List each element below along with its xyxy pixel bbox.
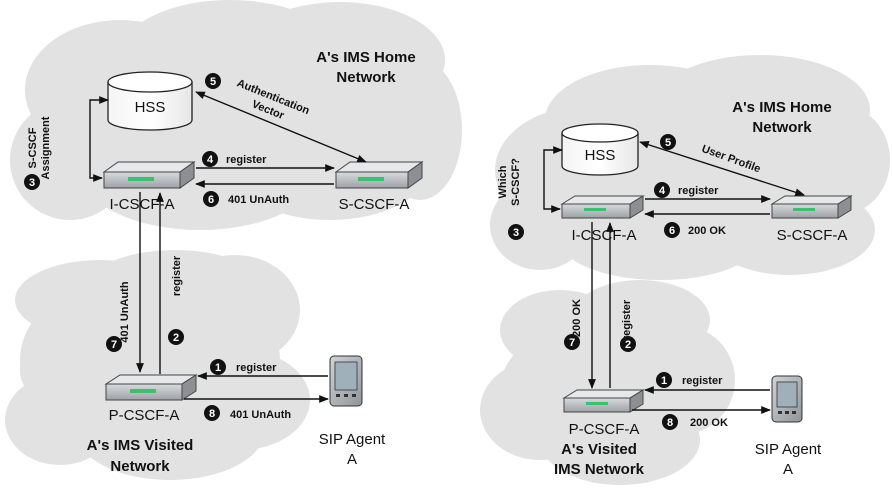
right-step1-label: register (682, 375, 723, 387)
left-hss-database-icon (107, 71, 193, 131)
right-pcscf-router-icon (562, 389, 645, 413)
left-arrow-hss-scscf (195, 91, 367, 163)
svg-text:1: 1 (661, 375, 667, 387)
right-hss-icscf-label: Which S-CSCF? (497, 158, 522, 206)
right-icscf-router-icon (560, 195, 645, 219)
right-arrow-hss-icscf (543, 146, 563, 213)
right-step8-badge: 8 (662, 414, 678, 430)
right-hss-database-icon (561, 123, 639, 176)
left-step8-label: 401 UnAuth (230, 409, 291, 421)
left-hss-icscf-label-line2: Assignment (40, 116, 52, 179)
right-home-network-label-line2: Network (752, 119, 812, 136)
left-scscf-router-icon (334, 161, 424, 189)
left-pcscf-router-icon (104, 374, 198, 401)
svg-text:8: 8 (667, 417, 673, 429)
svg-text:7: 7 (111, 339, 117, 351)
right-arrow-hss-scscf (639, 140, 805, 197)
right-step6-badge: 6 (664, 222, 680, 238)
left-visited-network-label-line2: Network (110, 458, 170, 475)
svg-text:3: 3 (29, 177, 35, 189)
left-sip-agent-device-icon (329, 355, 363, 407)
left-hss-icscf-label: S-CSCF Assignment (27, 116, 52, 179)
left-arrow-hss-icscf (89, 96, 109, 182)
right-visited-network-label-line2: IMS Network (554, 461, 645, 478)
right-scscf-label: S-CSCF-A (777, 227, 848, 244)
left-visited-network-label-line1: A's IMS Visited (87, 437, 194, 454)
right-sip-agent-label-line1: SIP Agent (755, 441, 822, 458)
left-icscf-router-icon (102, 161, 196, 189)
right-step1-badge: 1 (656, 372, 672, 388)
left-sip-agent-label-line2: A (347, 451, 357, 468)
right-step4-label: register (678, 185, 719, 197)
left-visited-network-cloud (5, 250, 310, 480)
left-icscf-label: I-CSCF-A (110, 196, 175, 213)
left-step7-label: 401 UnAuth (119, 281, 131, 342)
left-step1-badge: 1 (210, 359, 226, 375)
right-home-network-cloud (490, 55, 890, 280)
right-diagram: A's IMS Home Network A's Visited IMS Net… (480, 55, 890, 485)
left-step2-badge: 2 (168, 329, 184, 345)
right-scscf-router-icon (770, 195, 853, 219)
svg-text:2: 2 (173, 332, 179, 344)
right-home-network-label-line1: A's IMS Home (732, 99, 831, 116)
right-step2-badge: 2 (620, 336, 636, 352)
svg-text:6: 6 (208, 194, 214, 206)
right-hss-icscf-label-line2: S-CSCF? (510, 158, 522, 206)
svg-text:4: 4 (207, 154, 214, 166)
right-hss-label: HSS (585, 147, 616, 164)
svg-text:5: 5 (665, 137, 671, 149)
right-step7-badge: 7 (564, 334, 580, 350)
right-step7-label: 200 OK (571, 299, 583, 337)
right-step8-label: 200 OK (690, 417, 728, 429)
left-home-network-label-line1: A's IMS Home (316, 49, 415, 66)
left-step1-label: register (236, 362, 277, 374)
left-step6-badge: 6 (203, 191, 219, 207)
left-step5-badge: 5 (205, 73, 221, 89)
svg-text:8: 8 (209, 408, 215, 420)
left-step4-label: register (226, 154, 267, 166)
right-step4-badge: 4 (654, 182, 670, 198)
left-home-network-label-line2: Network (336, 69, 396, 86)
left-sip-agent-label-line1: SIP Agent (319, 431, 386, 448)
svg-text:2: 2 (625, 339, 631, 351)
right-visited-network-label-line1: A's Visited (561, 441, 637, 458)
left-step7-badge: 7 (106, 336, 122, 352)
svg-text:4: 4 (659, 185, 666, 197)
right-icscf-label: I-CSCF-A (572, 227, 637, 244)
left-step8-badge: 8 (204, 405, 220, 421)
left-diagram: A's IMS Home Network A's IMS Visited Net… (5, 0, 462, 480)
left-hss-label: HSS (135, 99, 166, 116)
right-sip-agent-label-line2: A (783, 461, 793, 478)
left-step6-label: 401 UnAuth (228, 194, 289, 206)
right-step3-badge: 3 (508, 224, 524, 240)
left-step4-badge: 4 (202, 151, 218, 167)
left-hss-icscf-label-line1: S-CSCF (27, 127, 39, 168)
left-step3-badge: 3 (24, 174, 40, 190)
svg-text:7: 7 (569, 337, 575, 349)
right-sip-agent-device-icon (771, 375, 803, 423)
left-scscf-label: S-CSCF-A (339, 196, 410, 213)
right-step5-badge: 5 (660, 134, 676, 150)
svg-text:6: 6 (669, 225, 675, 237)
left-step2-label: register (171, 255, 183, 296)
svg-text:1: 1 (215, 362, 221, 374)
left-pcscf-label: P-CSCF-A (109, 407, 180, 424)
right-step2-label: register (621, 299, 633, 340)
svg-text:5: 5 (210, 76, 216, 88)
right-step6-label: 200 OK (688, 225, 726, 237)
svg-text:3: 3 (513, 227, 519, 239)
right-hss-icscf-label-line1: Which (497, 165, 509, 198)
right-pcscf-label: P-CSCF-A (569, 421, 640, 438)
